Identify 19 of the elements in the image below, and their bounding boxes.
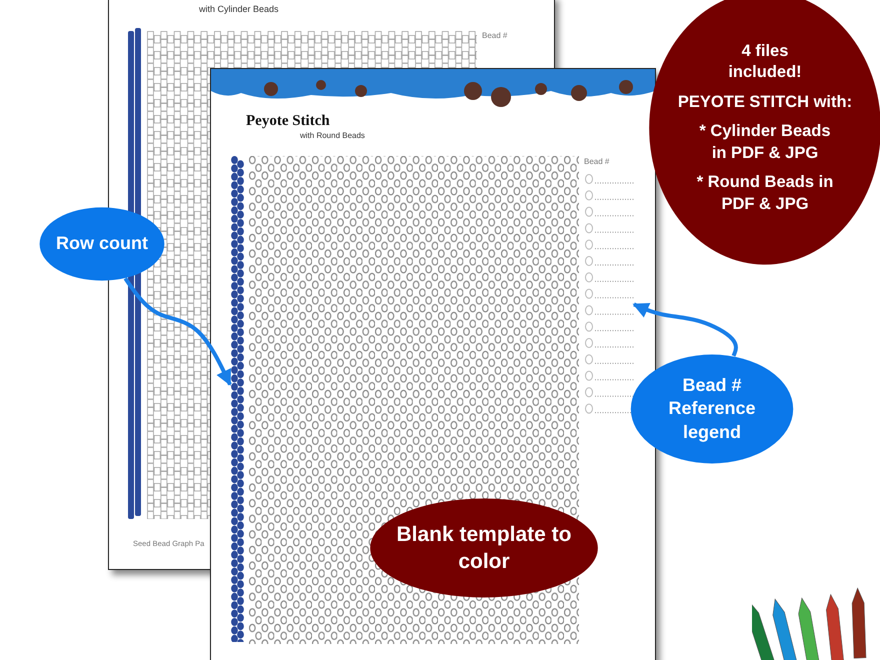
row-number-column: [231, 156, 244, 642]
callout-text: Row count: [56, 232, 148, 256]
callout-text: PEYOTE STITCH with:: [678, 92, 852, 113]
subtitle: with Cylinder Beads: [199, 4, 279, 14]
callout-bubble: [630, 354, 794, 464]
callout-text: Bead # Reference legend: [667, 374, 757, 444]
callout-bubble: [39, 207, 165, 281]
legend-heading: Bead #: [584, 157, 610, 166]
info-bubble: [648, 0, 880, 266]
callout-text: * Round Beads in PDF & JPG: [696, 172, 834, 215]
subtitle: with Round Beads: [300, 131, 365, 140]
callout-text: 4 files included!: [727, 40, 803, 84]
callout-text: Blank template to color: [395, 522, 573, 575]
bead-reference-list: [584, 173, 635, 415]
legend-heading: Bead #: [482, 31, 508, 40]
page-title: Peyote Stitch: [246, 113, 330, 130]
callout-text: * Cylinder Beads in PDF & JPG: [698, 121, 832, 164]
callout-bubble: [369, 498, 599, 598]
paper-sheet: [210, 68, 656, 660]
